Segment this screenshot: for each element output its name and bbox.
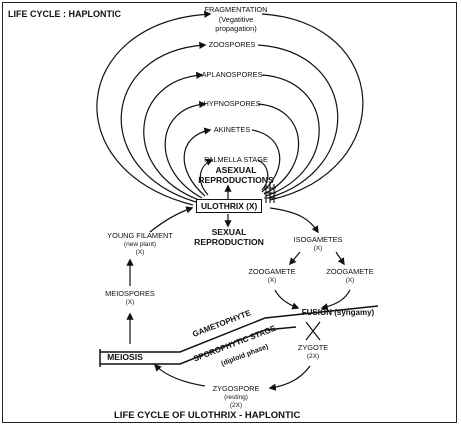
arc-hypnospores [164,100,207,199]
arc-akinetes [183,127,212,197]
label-meiospores-ploidy: (X) [125,299,135,306]
label-palmella: PALMELLA STAGE [204,155,268,164]
label-young-filament: YOUNG FILAMENT [107,231,173,240]
label-aplanospores: APLANOSPORES [201,70,263,79]
arc-palmella-right [257,159,269,191]
label-sexual-heading: SEXUAL [211,227,247,237]
label-zygospore: ZYGOSPORE [212,384,260,393]
label-asexual-heading2: REPRODUCTIONS [198,175,274,185]
arc-zoospores-right [257,44,339,199]
label-zoospores: ZOOSPORES [208,40,256,49]
sporophyte-line [100,326,297,365]
arc-fragmentation-right [261,13,364,201]
diagram-title: LIFE CYCLE : HAPLONTIC [8,9,121,19]
label-young-filament-ploidy: (X) [135,249,145,256]
label-zygospore-note: (resting) [224,394,248,401]
label-fragmentation: FRAGMENTATION [204,5,268,14]
label-fragmentation-note1: (Vegatitive [218,15,254,24]
label-meiospores: MEIOSPORES [105,289,155,298]
arc-palmella [199,158,214,196]
label-hypnospores: HYPNOSPORES [203,99,261,108]
label-zoogamete-right-ploidy: (X) [345,277,355,284]
label-zygote-ploidy: (2X) [306,353,320,360]
arc-zoospores [120,41,207,203]
label-zoogamete-left: ZOOGAMETE [248,267,296,276]
label-zygospore-ploidy: (2X) [229,402,243,409]
diagram-frame [2,2,457,423]
arc-akinetes-right [251,129,281,193]
arc-fragmentation [96,10,212,206]
diagram-caption: LIFE CYCLE OF ULOTHRIX - HAPLONTIC [114,410,301,421]
gametophyte-line [100,305,379,353]
label-young-filament-note: (new plant) [123,241,157,248]
label-sexual-heading2: REPRODUCTION [194,237,264,247]
label-akinetes: AKINETES [213,125,251,134]
label-meiosis: MEIOSIS [107,352,143,362]
label-asexual-heading: ASEXUAL [215,165,257,175]
label-zygote: ZYGOTE [297,343,329,352]
label-isogametes: ISOGAMETES [293,235,343,244]
filament-cluster [264,182,276,203]
label-fragmentation-note2: propagation) [215,24,257,33]
arc-aplanospores-right [261,74,320,197]
arc-aplanospores [143,71,204,201]
label-zoogamete-right: ZOOGAMETE [326,267,374,276]
ulothrix-box: ULOTHRIX (X) [196,199,263,213]
label-isogametes-ploidy: (X) [313,245,323,252]
label-fusion: FUSION (syngamy) [301,308,375,317]
label-zoogamete-left-ploidy: (X) [267,277,277,284]
arc-hypnospores-right [257,103,300,195]
